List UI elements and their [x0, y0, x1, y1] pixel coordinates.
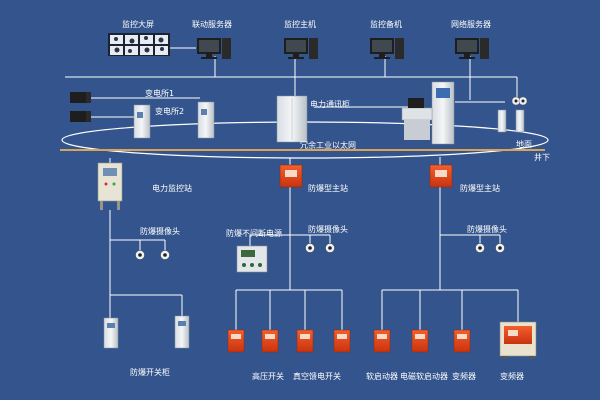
ring-network-label: 冗余工业以太网: [300, 141, 356, 150]
ex-camera-group-3: [475, 243, 505, 253]
ups-label: 防爆不间断电源: [226, 229, 282, 238]
ground-label: 地面: [516, 140, 532, 149]
camera-3-label: 防爆摄像头: [467, 225, 507, 234]
linkage-server-computer-icon: [197, 38, 231, 59]
substation-monitor-icons: [70, 92, 91, 122]
ex-camera-group-2: [305, 243, 335, 253]
soft-starter-label: 软启动器: [366, 372, 398, 381]
video-wall-label: 监控大屏: [122, 20, 154, 29]
inverter-large: [499, 321, 537, 359]
network-server-label: 网络服务器: [451, 20, 491, 29]
control-console: [401, 81, 455, 145]
substation-cabinet-2: [197, 101, 215, 139]
magnetic-starter-label: 电磁软启动器: [400, 372, 448, 381]
vacuum-switch-label: 真空馈电开关: [293, 372, 341, 381]
hv-switch-label: 高压开关: [252, 372, 284, 381]
substation-1-label: 变电所1: [145, 89, 175, 98]
ex-substation-1: [279, 164, 303, 188]
camera-1-label: 防爆摄像头: [140, 227, 180, 236]
underground-label: 井下: [534, 153, 550, 162]
monitor-pc-label: 监控备机: [370, 20, 402, 29]
power-station-label: 电力监控站: [152, 184, 192, 193]
power-monitor-station: [97, 162, 123, 210]
switch-cabinet-label: 防爆开关柜: [130, 368, 170, 377]
substation-cabinet-1: [133, 104, 151, 139]
ex-substation-1-label: 防爆型主站: [308, 184, 348, 193]
inverter-1-label: 变频器: [452, 372, 476, 381]
ring-taps: [109, 157, 441, 168]
ex-camera-group-1: [135, 250, 170, 260]
monitor-host-label: 监控主机: [284, 20, 316, 29]
network-server-computer-icon: [455, 38, 489, 59]
ground-cameras: [497, 96, 528, 133]
comm-cabinet-label: 电力通讯柜: [310, 100, 350, 109]
substation-2-label: 变电所2: [155, 107, 185, 116]
video-wall: [108, 33, 170, 56]
switch-cabinets: [103, 315, 190, 349]
ex-ups: [236, 245, 268, 273]
inverter-2-label: 变频器: [500, 372, 524, 381]
monitor-pc-computer-icon: [370, 38, 404, 59]
comm-cabinet: [276, 95, 308, 143]
monitor-host-computer-icon: [284, 38, 318, 59]
red-device-row: [227, 329, 471, 353]
ex-substation-2-label: 防爆型主站: [460, 184, 500, 193]
ex-substation-2: [429, 164, 453, 188]
linkage-server-label: 联动服务器: [192, 20, 232, 29]
camera-2-label: 防爆摄像头: [308, 225, 348, 234]
